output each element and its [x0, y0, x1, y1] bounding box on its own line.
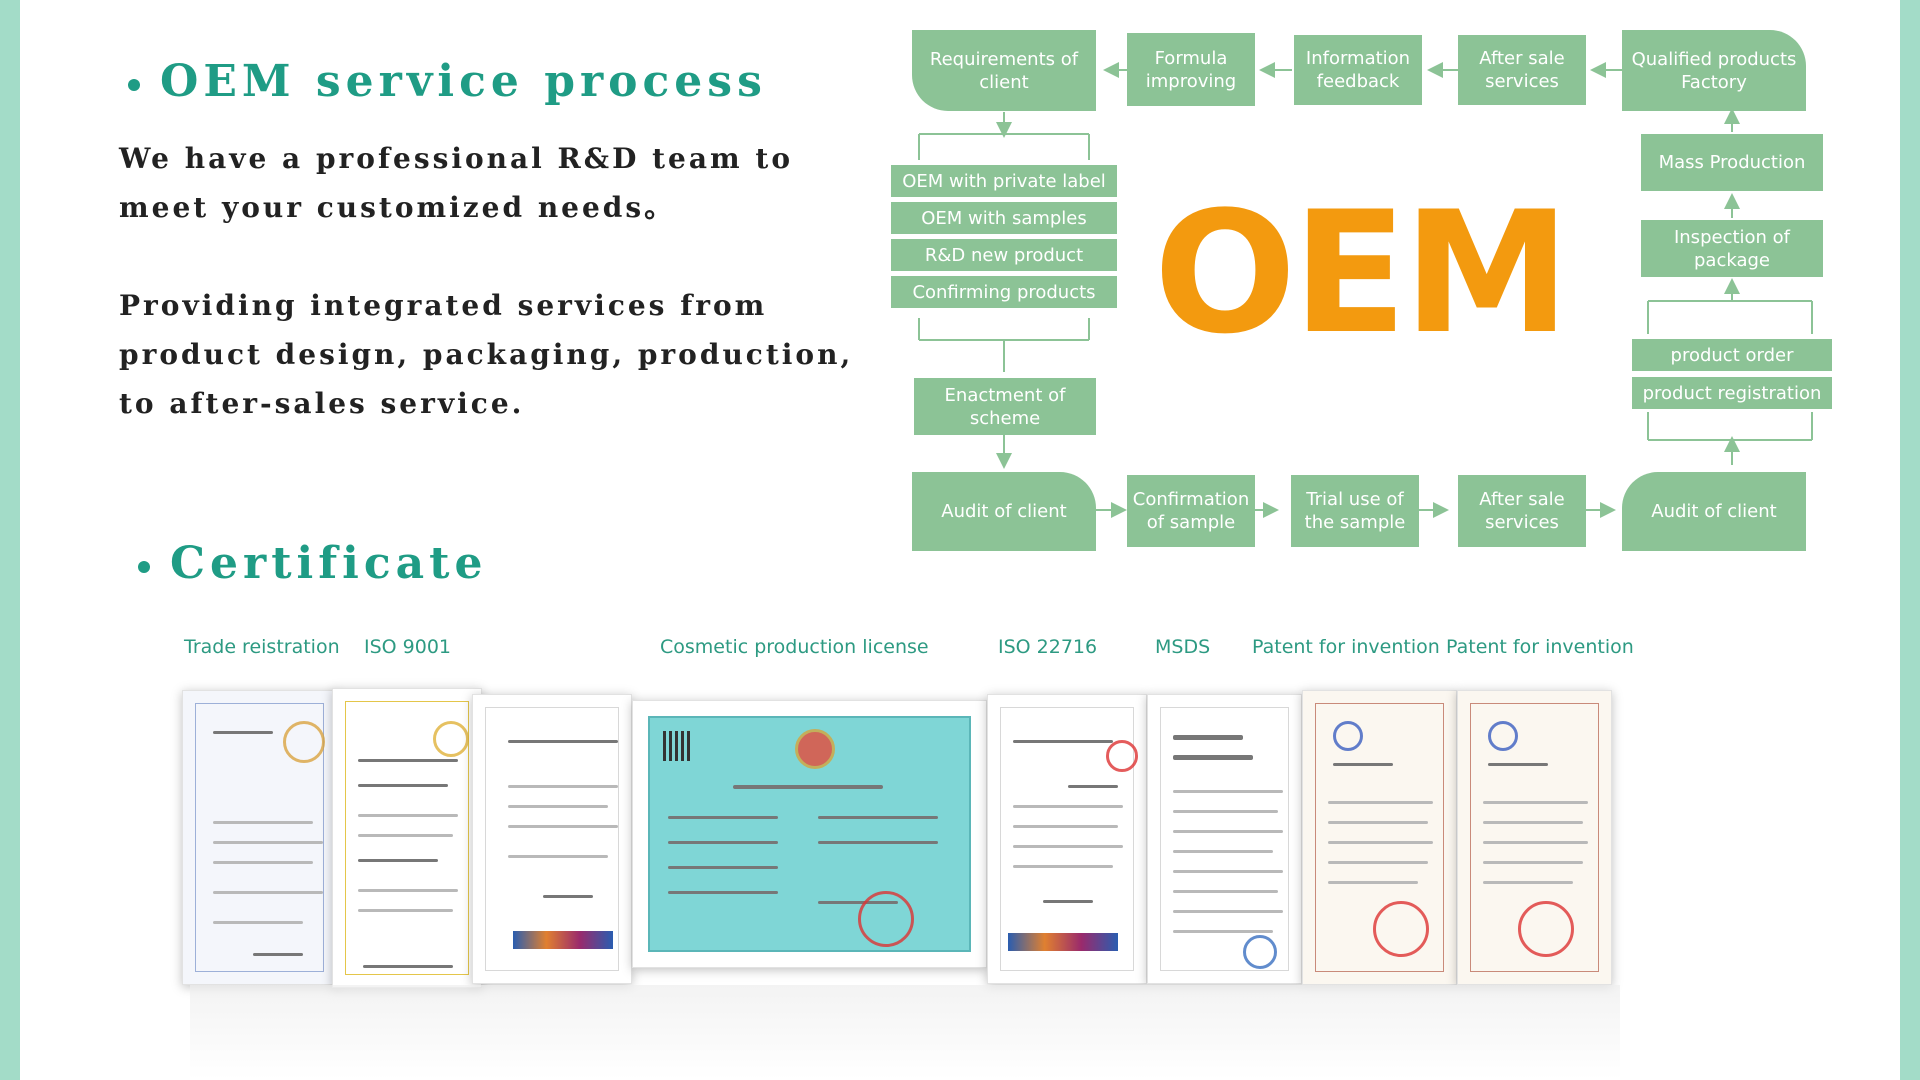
- iso-certificate: [472, 694, 632, 984]
- msds-report: [1147, 694, 1302, 984]
- iso-9001-certificate: [332, 688, 482, 988]
- cert-label-msds: MSDS: [1155, 636, 1211, 658]
- certificate-heading: Certificate: [138, 538, 488, 589]
- bullet-icon: [138, 560, 150, 573]
- bullet-icon: [128, 78, 140, 91]
- oem-heading-text: OEM service process: [160, 56, 767, 107]
- flow-step-formula-improving: Formula improving: [1127, 33, 1255, 106]
- cert-label-iso-22716: ISO 22716: [998, 636, 1098, 658]
- flow-option-samples: OEM with samples: [891, 202, 1117, 234]
- cert-label-patent-2: Patent for invention: [1446, 636, 1634, 658]
- intro-paragraph-2: Providing integrated services from produ…: [119, 289, 854, 420]
- flow-step-information-feedback: Information feedback: [1294, 35, 1422, 105]
- flow-step-mass-production: Mass Production: [1641, 134, 1823, 191]
- flow-step-requirements: Requirements of client: [912, 30, 1096, 111]
- sgs-logo-icon: [1008, 933, 1118, 951]
- flow-step-product-order: product order: [1632, 339, 1832, 371]
- cert-label-iso-9001: ISO 9001: [364, 636, 452, 658]
- cert-label-trade-registration: Trade reistration: [184, 636, 340, 658]
- flow-option-rd-new-product: R&D new product: [891, 239, 1117, 271]
- flow-step-inspection-of-package: Inspection of package: [1641, 220, 1823, 277]
- flow-step-after-sale-services-bottom: After sale services: [1458, 475, 1586, 547]
- oem-heading: OEM service process: [128, 56, 767, 107]
- oem-logo: OEM: [1153, 175, 1571, 371]
- flow-step-audit-of-client-left: Audit of client: [912, 472, 1096, 551]
- flow-option-confirming-products: Confirming products: [891, 276, 1117, 308]
- flow-step-after-sale-services-top: After sale services: [1458, 35, 1586, 105]
- qr-code-icon: [663, 731, 693, 761]
- flow-step-enactment: Enactment of scheme: [914, 378, 1096, 435]
- flow-step-trial-use: Trial use of the sample: [1291, 475, 1419, 547]
- cert-label-cosmetic-license: Cosmetic production license: [660, 636, 929, 658]
- certificates-reflection: [190, 985, 1620, 1080]
- flow-step-product-registration: product registration: [1632, 377, 1832, 409]
- intro-paragraph-1: We have a professional R&D team to meet …: [119, 142, 793, 224]
- iso-22716-certificate: [987, 694, 1147, 984]
- flow-step-confirmation-of-sample: Confirmation of sample: [1127, 475, 1255, 547]
- flow-step-qualified-products-factory: Qualified products Factory: [1622, 30, 1806, 111]
- cert-label-patent-1: Patent for invention: [1252, 636, 1440, 658]
- flow-step-audit-of-client-right: Audit of client: [1622, 472, 1806, 551]
- flow-option-private-label: OEM with private label: [891, 165, 1117, 197]
- patent-certificate: [1302, 690, 1457, 985]
- page: OEM service process We have a profession…: [20, 0, 1900, 1080]
- trade-registration-certificate: [182, 690, 337, 985]
- certificate-heading-text: Certificate: [170, 538, 488, 589]
- patent-certificate: [1457, 690, 1612, 985]
- sgs-logo-icon: [513, 931, 613, 949]
- cosmetic-production-license: [632, 700, 987, 968]
